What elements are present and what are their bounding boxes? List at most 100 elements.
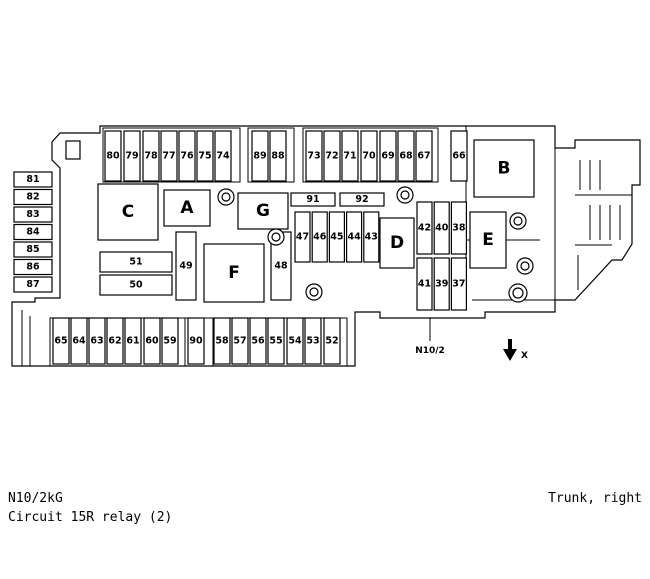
fuse-51: 51 [99,251,173,273]
fuse-54-label: 54 [288,336,302,347]
fuse-53: 53 [304,317,322,365]
fuse-58: 58 [213,317,231,365]
screw-terminal [509,212,527,230]
fuse-58-label: 58 [215,336,229,347]
fuse-91: 91 [290,192,336,207]
fuse-54: 54 [286,317,304,365]
fuse-59: 59 [161,317,179,365]
fuse-91-label: 91 [306,194,319,205]
screw-terminal [267,228,285,246]
connector-ribs [577,160,621,290]
fuse-69-label: 69 [381,151,394,162]
fuse-42-label: 42 [418,223,431,234]
screw-terminal [305,283,323,301]
screw-terminal [516,257,534,275]
relay-g-label: G [256,201,270,221]
fuse-75-label: 75 [198,151,211,162]
fuse-60: 60 [143,317,161,365]
fuse-49: 49 [175,231,197,301]
fuse-48-label: 48 [274,261,288,272]
fuse-63: 63 [88,317,106,365]
relay-d-label: D [390,233,404,253]
fuse-66: 66 [450,130,468,182]
fuse-69: 69 [379,130,397,182]
top-mid-fuse-block [247,127,295,183]
fuse-39: 39 [433,257,450,311]
fuse-56: 56 [249,317,267,365]
relay-e-label: E [482,230,494,250]
fuse-82: 82 [13,188,53,206]
relay-e: E [469,211,507,269]
fuse-86: 86 [13,258,53,276]
fuse-70: 70 [360,130,378,182]
fuse-38: 38 [450,201,467,255]
fuse-40: 40 [433,201,450,255]
fuse-81-label: 81 [26,174,39,185]
fuse-90: 90 [187,317,205,365]
fuse-64: 64 [70,317,88,365]
relay-f: F [203,243,265,303]
relay-f-label: F [228,263,240,283]
screw-terminal [508,283,528,303]
fuse-84-label: 84 [26,227,40,238]
fuse-77: 77 [160,130,178,182]
fuse-71: 71 [341,130,359,182]
fuse-62: 62 [106,317,124,365]
fuse-40-label: 40 [435,223,449,234]
relay-b: B [473,139,535,198]
fuse-67-label: 67 [417,151,430,162]
fuse-46-label: 46 [313,232,327,243]
fuse-78: 78 [142,130,160,182]
fuse-79-label: 79 [125,151,138,162]
relay-d: D [379,217,415,269]
fuse-53-label: 53 [306,336,319,347]
fuse-76: 76 [178,130,196,182]
fuse-79: 79 [123,130,141,182]
fuse-72: 72 [323,130,341,182]
fuse-74-label: 74 [216,151,230,162]
top-right-fuse-block [302,127,439,183]
fuse-86-label: 86 [26,262,40,273]
fuse-41-label: 41 [418,279,431,290]
fuse-55: 55 [267,317,285,365]
relay-a-label: A [180,198,194,218]
fuse-51-label: 51 [129,257,142,268]
fuse-89-label: 89 [253,151,266,162]
fuse-77-label: 77 [162,151,175,162]
fuse-85-label: 85 [26,244,39,255]
relay-a: A [163,189,211,227]
fuse-41: 41 [416,257,433,311]
fuse-81: 81 [13,171,53,188]
fuse-65-label: 65 [54,336,67,347]
component-location: Trunk, right [548,491,642,506]
screw-terminal [217,188,235,206]
fuse-82-label: 82 [26,192,39,203]
fuse-63-label: 63 [90,336,103,347]
relay-c-label: C [122,202,134,222]
fuse-44-label: 44 [347,232,361,243]
fuse-38-label: 38 [452,223,466,234]
fuse-56-label: 56 [251,336,265,347]
fuse-90-label: 90 [189,336,203,347]
fuse-67: 67 [415,130,433,182]
fuse-83-label: 83 [26,209,39,220]
relay-b-label: B [498,159,511,179]
fuse-47-label: 47 [296,232,309,243]
fuse-87: 87 [13,276,53,293]
top-left-fuse-block [102,127,241,183]
fuse-62-label: 62 [108,336,121,347]
fuse-88-label: 88 [271,151,285,162]
screw-terminal [396,186,414,204]
fuse-61: 61 [124,317,142,365]
fuse-45: 45 [328,211,345,263]
fuse-52-label: 52 [325,336,338,347]
relay-c: C [97,183,159,241]
fuse-44: 44 [346,211,363,263]
fuse-66-label: 66 [452,151,466,162]
fuse-83: 83 [13,206,53,223]
fuse-68: 68 [397,130,415,182]
fuse-80-label: 80 [106,151,120,162]
component-code: N10/2kG [8,491,63,506]
fuse-43: 43 [363,211,380,263]
